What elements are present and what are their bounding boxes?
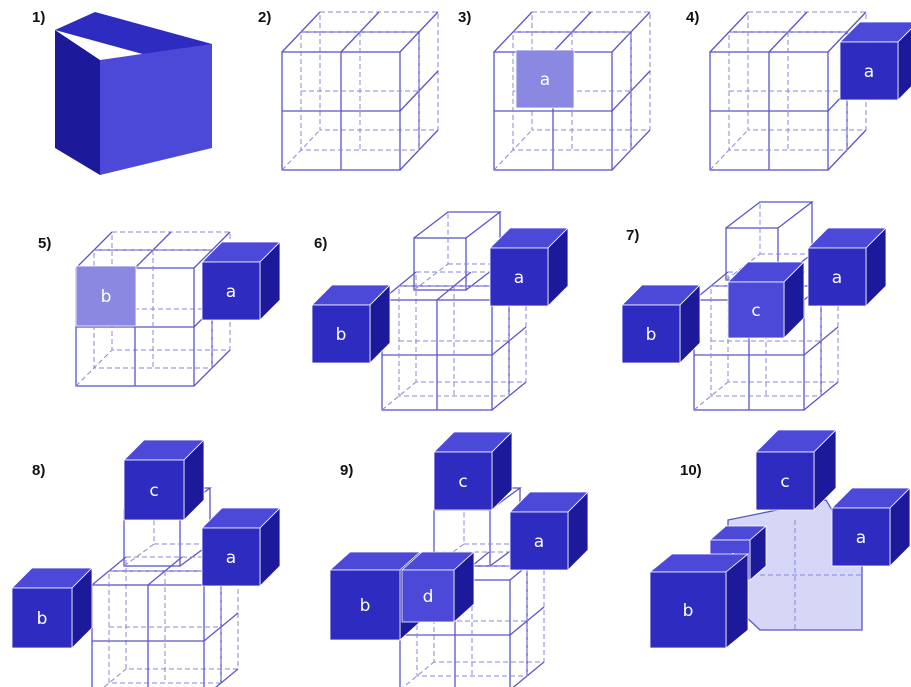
step-label-4: 4) xyxy=(686,9,699,26)
panel-5-cube-a: a xyxy=(202,242,280,320)
cube-letter-a: a xyxy=(832,268,842,288)
panel-5-cube-b: b xyxy=(76,266,136,326)
cube-letter-a: a xyxy=(534,532,544,552)
cube-letter-a: a xyxy=(226,282,236,302)
cube-letter-c: c xyxy=(149,481,158,501)
cube-letter-a: a xyxy=(226,548,236,568)
cube-letter-c: c xyxy=(780,472,789,492)
cube-letter-b: b xyxy=(336,325,347,345)
panel-1-solid-cube xyxy=(55,12,212,175)
panel-10-cube-a: a xyxy=(832,488,910,566)
cube-letter-b: b xyxy=(360,596,371,616)
step-label-2: 2) xyxy=(258,9,271,26)
cube-letter-b: b xyxy=(646,325,657,345)
step-label-1: 1) xyxy=(32,9,45,26)
cube-letter-a: a xyxy=(540,70,550,90)
wire-top-face xyxy=(414,212,500,238)
panel-8-cube-b: b xyxy=(12,568,92,648)
cube-letter-a: a xyxy=(864,62,874,82)
panel-9-cube-d: d xyxy=(402,552,474,622)
cube-letter-c: c xyxy=(458,472,467,492)
panel-7-cube-a: a xyxy=(808,228,886,306)
step-label-9: 9) xyxy=(340,462,353,479)
panel-6-wire-column xyxy=(414,212,500,290)
step-label-7: 7) xyxy=(626,227,639,244)
step-label-10: 10) xyxy=(680,462,702,479)
cube-letter-b: b xyxy=(37,609,48,629)
cube-letter-c: c xyxy=(751,301,760,321)
panel-10-cube-c: c xyxy=(756,430,836,510)
panel-2-wire-block xyxy=(282,12,438,170)
cube-letter-b: b xyxy=(101,287,112,307)
panel-8-cube-c: c xyxy=(124,440,204,520)
cube-letter-a: a xyxy=(856,528,866,548)
step-label-3: 3) xyxy=(458,9,471,26)
panel-7-cube-c: c xyxy=(728,262,804,338)
panel-8-cube-a: a xyxy=(202,508,280,586)
panel-7-cube-b: b xyxy=(622,285,700,363)
panel-4-cube-a: a xyxy=(840,22,911,100)
panel-9-cube-c: c xyxy=(434,432,512,510)
step-label-8: 8) xyxy=(32,462,45,479)
cube-front-face xyxy=(100,44,212,175)
panel-3-cube-a: a xyxy=(516,50,574,108)
cube-top-face xyxy=(840,22,911,42)
panel-6-cube-b: b xyxy=(312,285,390,363)
cube-letter-d: d xyxy=(423,587,434,607)
step-label-6: 6) xyxy=(314,235,327,252)
step-label-5: 5) xyxy=(38,235,51,252)
panel-10-cube-b: b xyxy=(650,554,748,648)
cube-side-face xyxy=(55,30,100,175)
panel-9-cube-a: a xyxy=(510,492,588,570)
panel-6-cube-a: a xyxy=(490,228,568,306)
wire-hidden-edges xyxy=(414,212,448,290)
wire-top-face xyxy=(726,202,812,228)
cube-letter-a: a xyxy=(514,268,524,288)
cube-letter-b: b xyxy=(683,601,694,621)
